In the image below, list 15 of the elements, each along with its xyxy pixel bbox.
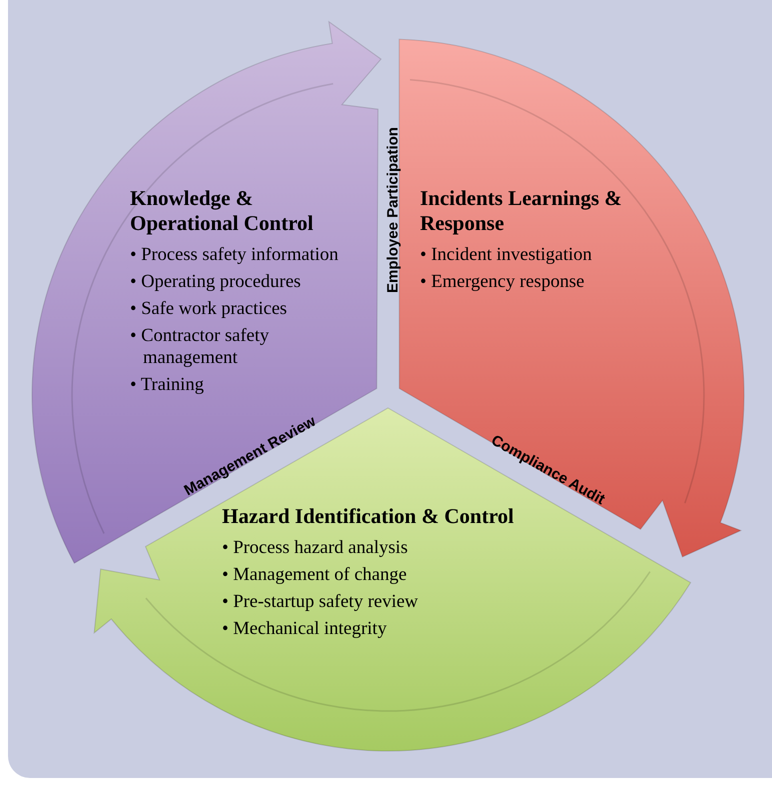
bullet-item: • Mechanical integrity (222, 618, 388, 640)
section-heading: Incidents Learnings & Response (420, 186, 623, 236)
bullet-item: • Incident investigation (420, 244, 593, 266)
bullet-item: • Process hazard analysis (222, 537, 409, 559)
bullet-item: • Management of change (222, 564, 408, 586)
bullet-item: • Emergency response (420, 271, 586, 293)
bullet-item: • Process safety information (130, 244, 340, 266)
gap-label: Employee Participation (384, 127, 402, 293)
bullet-item: • Operating procedures (130, 271, 302, 293)
bullet-item: • Pre-startup safety review (222, 591, 420, 613)
bullet-item: • Contractor safety management (130, 325, 270, 369)
bullet-item: • Training (130, 374, 205, 396)
section-heading: Hazard Identification & Control (222, 504, 515, 529)
section-heading: Knowledge & Operational Control (130, 186, 314, 236)
bullet-item: • Safe work practices (130, 298, 288, 320)
